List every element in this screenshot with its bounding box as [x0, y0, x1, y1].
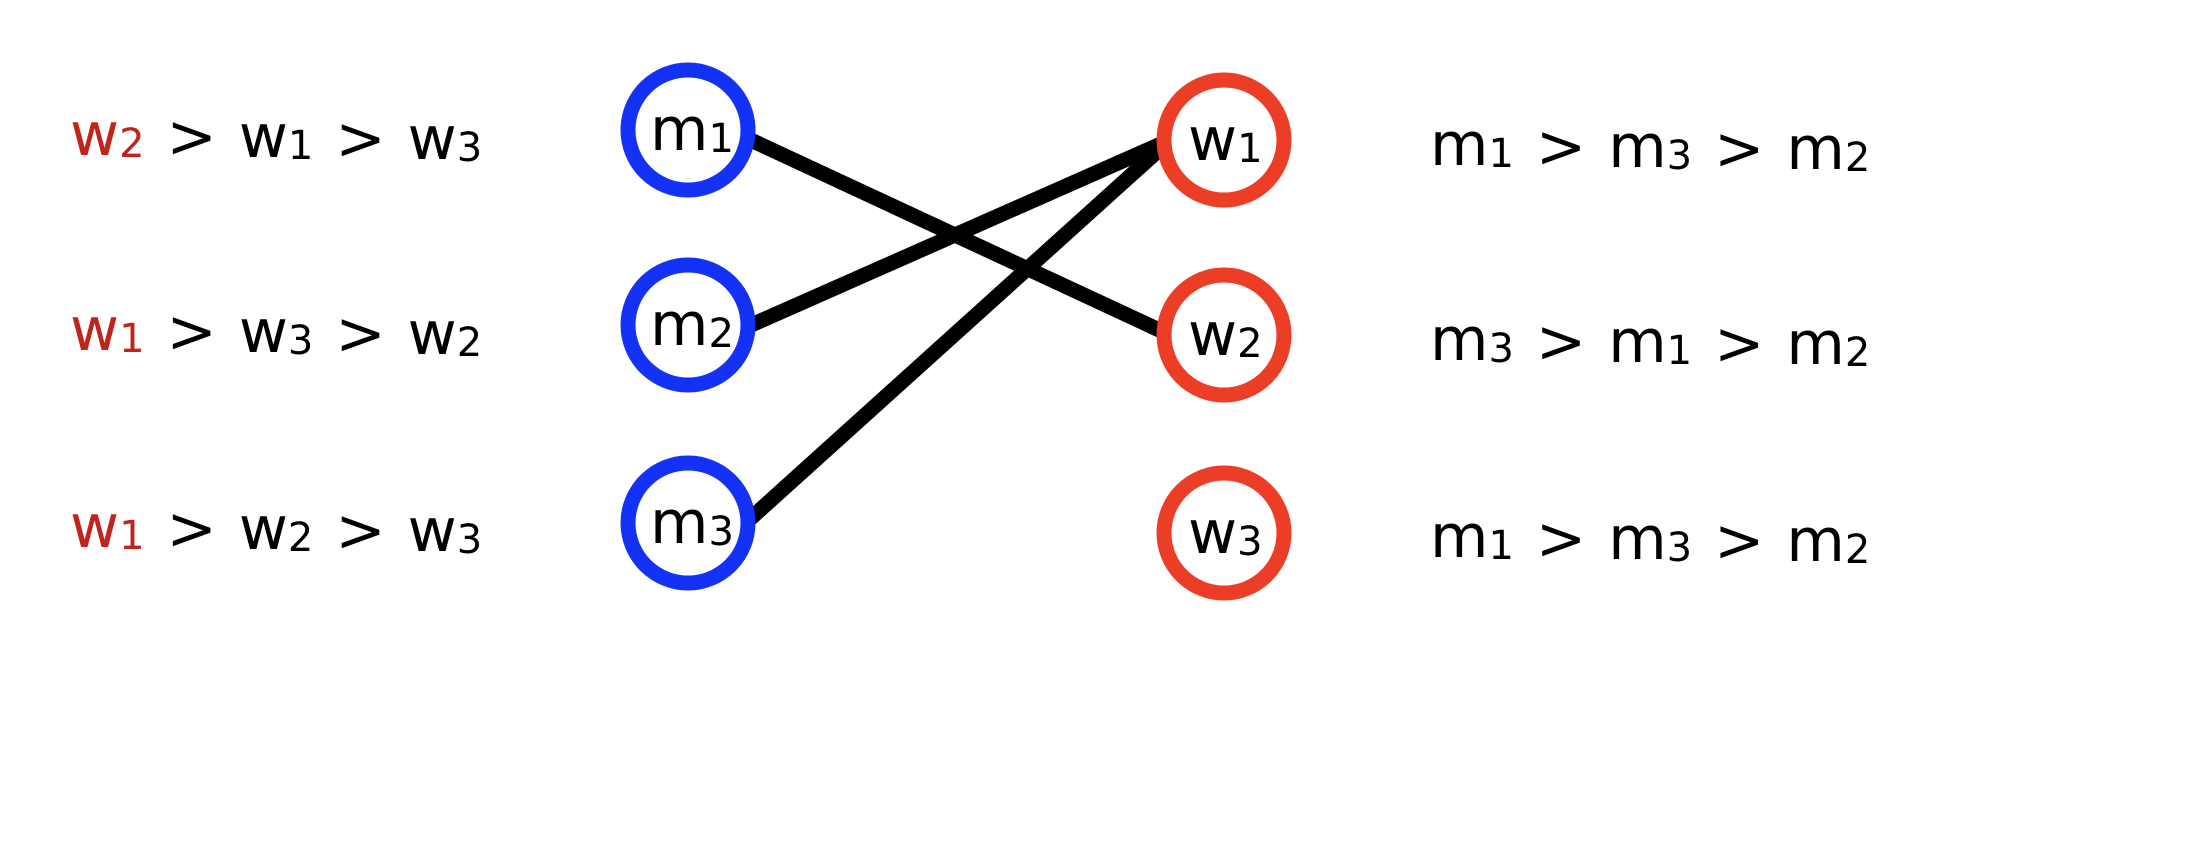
preference-separator: >	[1536, 112, 1586, 182]
node-label-index: 1	[1237, 126, 1262, 172]
node-label-index: 3	[708, 509, 733, 555]
woman-node-circle	[1156, 267, 1292, 403]
node-label-index: 3	[1237, 519, 1262, 565]
preference-item-index: 2	[1845, 135, 1870, 181]
preference-item-letter: m	[1786, 506, 1844, 576]
node-label-letter: w	[1188, 105, 1237, 175]
node-w2: w2	[1156, 267, 1292, 403]
node-m3: m3	[620, 455, 756, 591]
preference-item-letter: m	[1430, 502, 1488, 572]
preference-separator: >	[1714, 309, 1764, 379]
man-node-circle	[620, 455, 756, 591]
preference-item-letter: m	[1608, 307, 1666, 377]
preference-item-letter: w	[70, 492, 119, 562]
node-label-index: 2	[708, 311, 733, 357]
preference-item-index: 1	[119, 513, 144, 559]
node-label-index: 2	[1237, 321, 1262, 367]
preference-item-index: 3	[1488, 326, 1513, 372]
preference-item-letter: w	[70, 100, 119, 170]
preference-item-index: 2	[1845, 330, 1870, 376]
node-label-index: 1	[708, 116, 733, 162]
preference-item-letter: w	[70, 295, 119, 365]
preference-item-index: 1	[119, 316, 144, 362]
preference-list-m1: w2>w1>w3	[70, 100, 482, 174]
preference-separator: >	[1536, 307, 1586, 377]
preference-item-index: 3	[457, 125, 482, 171]
man-node-label: m2	[650, 290, 734, 360]
preference-separator: >	[1714, 114, 1764, 184]
preference-item-index: 1	[1488, 131, 1513, 177]
woman-node-label: w1	[1188, 105, 1263, 175]
edges-layer	[734, 128, 1176, 534]
preference-item-index: 1	[1667, 328, 1692, 374]
preference-item-index: 2	[288, 515, 313, 561]
preference-separator: >	[335, 104, 385, 174]
preference-list-m3: w1>w2>w3	[70, 492, 482, 566]
preference-list-w2: m3>m1>m2	[1430, 305, 1870, 379]
man-node-label: m1	[650, 95, 734, 165]
preference-item-letter: w	[239, 297, 288, 367]
preference-separator: >	[1714, 506, 1764, 576]
preference-list-w3: m1>m3>m2	[1430, 502, 1870, 576]
preference-item-letter: m	[1430, 305, 1488, 375]
preference-item-index: 3	[1667, 133, 1692, 179]
node-m2: m2	[620, 257, 756, 393]
preference-item-index: 2	[1845, 527, 1870, 573]
preference-list-m2: w1>w3>w2	[70, 295, 482, 369]
preference-separator: >	[167, 297, 217, 367]
preference-item-letter: w	[239, 494, 288, 564]
woman-node-circle	[1156, 72, 1292, 208]
node-w1: w1	[1156, 72, 1292, 208]
woman-node-label: w2	[1188, 300, 1263, 370]
preference-item-index: 1	[1488, 523, 1513, 569]
woman-node-label: w3	[1188, 498, 1263, 568]
preference-item-index: 3	[288, 318, 313, 364]
preference-separator: >	[335, 299, 385, 369]
node-label-letter: m	[650, 290, 708, 360]
preference-item-index: 2	[457, 320, 482, 366]
edge-m2-w1	[736, 133, 1174, 337]
node-label-letter: m	[650, 95, 708, 165]
preference-item-letter: w	[408, 496, 457, 566]
node-label-letter: w	[1188, 498, 1237, 568]
man-node-circle	[620, 257, 756, 393]
preference-item-letter: m	[1786, 309, 1844, 379]
preference-item-index: 3	[457, 517, 482, 563]
preference-item-letter: w	[408, 104, 457, 174]
preference-separator: >	[335, 496, 385, 566]
preference-item-letter: w	[408, 299, 457, 369]
man-node-circle	[620, 62, 756, 198]
preference-item-letter: m	[1430, 110, 1488, 180]
preference-item-letter: m	[1786, 114, 1844, 184]
preference-separator: >	[1536, 504, 1586, 574]
node-w3: w3	[1156, 465, 1292, 601]
preferences-layer: w2>w1>w3w1>w3>w2w1>w2>w3m1>m3>m2m3>m1>m2…	[70, 100, 1870, 576]
edge-m3-w1	[734, 134, 1176, 534]
preference-item-letter: m	[1608, 504, 1666, 574]
preference-item-index: 1	[288, 123, 313, 169]
woman-node-circle	[1156, 465, 1292, 601]
man-node-label: m3	[650, 488, 734, 558]
preference-separator: >	[167, 494, 217, 564]
node-m1: m1	[620, 62, 756, 198]
preference-separator: >	[167, 102, 217, 172]
preference-item-letter: w	[239, 102, 288, 172]
preference-item-index: 3	[1667, 525, 1692, 571]
node-label-letter: w	[1188, 300, 1237, 370]
preference-item-index: 2	[119, 121, 144, 167]
node-label-letter: m	[650, 488, 708, 558]
preference-list-w1: m1>m3>m2	[1430, 110, 1870, 184]
preference-item-letter: m	[1608, 112, 1666, 182]
